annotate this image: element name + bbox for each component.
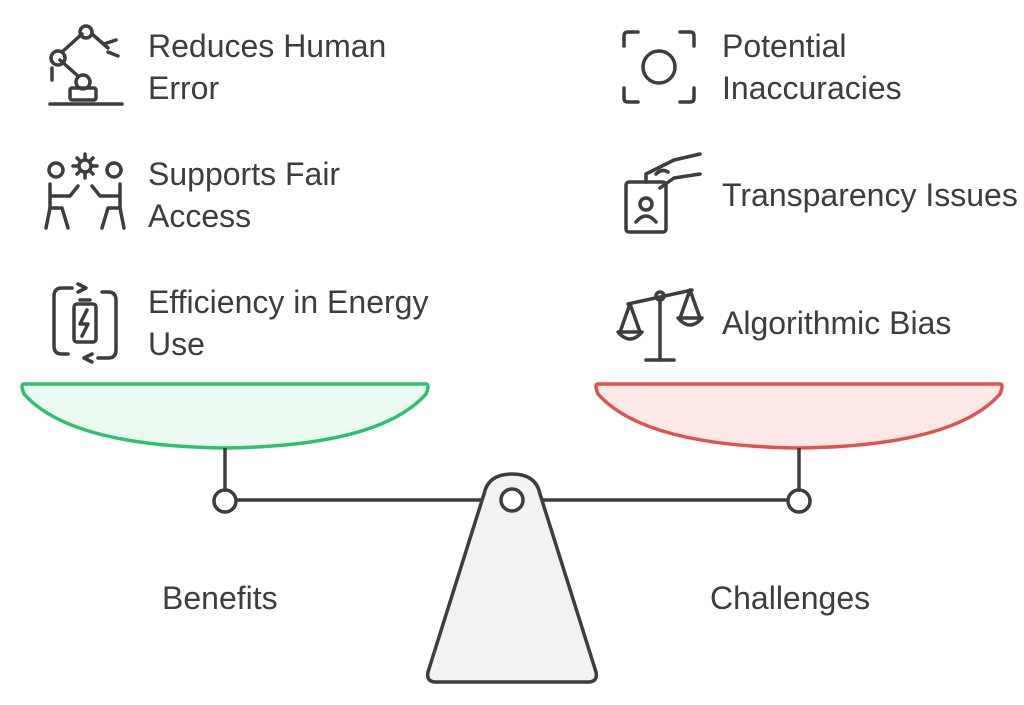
benefits-label: Benefits [162,580,278,616]
challenge-item-algorithmic-bias: Algorithmic Bias [614,278,1022,368]
hand-holding-id-icon [614,150,704,240]
benefit-item-supports-fair-access: Supports Fair Access [40,150,448,240]
challenges-label: Challenges [710,580,871,616]
benefit-label: Supports Fair Access [148,156,341,234]
challenge-item-potential-inaccuracies: Potential Inaccuracies [614,22,1022,112]
fulcrum [425,472,599,684]
challenge-label: Transparency Issues [722,177,1018,213]
challenge-label: Algorithmic Bias [722,305,952,341]
people-sharing-icon [40,150,130,240]
challenge-label: Potential Inaccuracies [722,28,902,106]
scales-icon [614,278,704,368]
benefit-item-efficiency-energy: Efficiency in Energy Use [40,278,448,368]
focus-frame-icon [614,22,704,112]
benefit-label: Efficiency in Energy Use [148,284,429,362]
battery-cycle-icon [40,278,130,368]
challenge-item-transparency-issues: Transparency Issues [614,150,1022,240]
benefit-label: Reduces Human Error [148,28,387,106]
robot-arm-icon [40,22,130,112]
benefits-pan [20,382,430,450]
challenges-pan [594,382,1004,450]
benefit-item-reduces-human-error: Reduces Human Error [40,22,448,112]
